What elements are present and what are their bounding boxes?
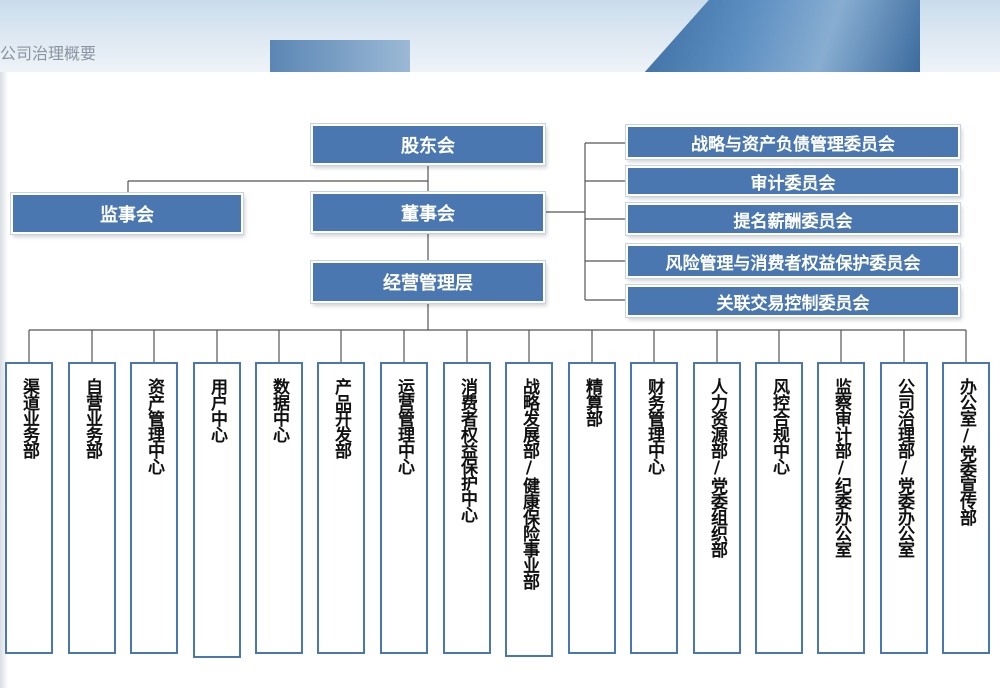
management-label: 经营管理层 xyxy=(383,273,473,294)
supervisors-box: 监事会 xyxy=(11,193,243,234)
department-label: 产品开发部 xyxy=(331,378,351,458)
board-box: 董事会 xyxy=(311,192,545,233)
header-banner: 公司治理概要 xyxy=(0,0,1000,72)
department-label: 人力资源部/党委组织部 xyxy=(707,378,727,557)
department-box: 渠道业务部 xyxy=(5,362,53,654)
department-box: 消费者权益保护中心 xyxy=(443,362,491,654)
department-label: 资产管理中心 xyxy=(144,378,164,474)
department-label: 战略发展部/健康保险事业部 xyxy=(519,378,539,589)
department-box: 财务管理中心 xyxy=(630,362,678,654)
department-label: 财务管理中心 xyxy=(644,378,664,474)
committee-label: 审计委员会 xyxy=(750,173,836,194)
department-box: 运营管理中心 xyxy=(380,362,428,654)
department-label: 公司治理部/党委办公室 xyxy=(894,378,914,557)
management-box: 经营管理层 xyxy=(311,261,545,303)
department-box: 监察审计部/纪委办公室 xyxy=(817,362,865,654)
committee-label: 关联交易控制委员会 xyxy=(716,293,870,314)
committee-label: 提名薪酬委员会 xyxy=(733,211,853,232)
department-label: 自营业务部 xyxy=(82,378,102,458)
committee-label: 战略与资产负债管理委员会 xyxy=(691,134,895,155)
department-box: 风控合规中心 xyxy=(755,362,803,654)
committee-box: 关联交易控制委员会 xyxy=(626,285,960,317)
department-label: 渠道业务部 xyxy=(19,378,39,458)
board-label: 董事会 xyxy=(401,203,455,225)
department-label: 风控合规中心 xyxy=(769,378,789,474)
committee-box: 提名薪酬委员会 xyxy=(626,203,960,235)
department-label: 消费者权益保护中心 xyxy=(457,378,477,522)
department-label: 监察审计部/纪委办公室 xyxy=(831,378,851,557)
shareholders-label: 股东会 xyxy=(401,135,455,157)
shareholders-box: 股东会 xyxy=(311,124,545,165)
committee-box: 战略与资产负债管理委员会 xyxy=(626,125,960,159)
committee-box: 风险管理与消费者权益保护委员会 xyxy=(626,244,960,278)
department-box: 资产管理中心 xyxy=(130,362,178,654)
building-image-left xyxy=(270,40,410,72)
supervisors-label: 监事会 xyxy=(100,204,154,226)
department-label: 精算部 xyxy=(582,378,602,426)
department-box: 公司治理部/党委办公室 xyxy=(880,362,928,654)
department-box: 自营业务部 xyxy=(68,362,116,654)
department-box: 人力资源部/党委组织部 xyxy=(693,362,741,654)
department-label: 运营管理中心 xyxy=(394,378,414,474)
committee-label: 风险管理与消费者权益保护委员会 xyxy=(665,253,921,274)
department-label: 用户中心 xyxy=(207,378,227,442)
page-title: 公司治理概要 xyxy=(0,44,97,63)
department-box: 办公室/党委宣传部 xyxy=(942,362,990,654)
page-edge-shadow xyxy=(0,72,8,688)
department-label: 数据中心 xyxy=(269,378,289,442)
committee-box: 审计委员会 xyxy=(626,166,960,196)
department-box: 数据中心 xyxy=(255,362,303,654)
department-box: 精算部 xyxy=(568,362,616,654)
department-box: 产品开发部 xyxy=(317,362,365,654)
department-box: 战略发展部/健康保险事业部 xyxy=(505,362,553,657)
department-box: 用户中心 xyxy=(193,362,241,658)
department-label: 办公室/党委宣传部 xyxy=(956,378,976,525)
